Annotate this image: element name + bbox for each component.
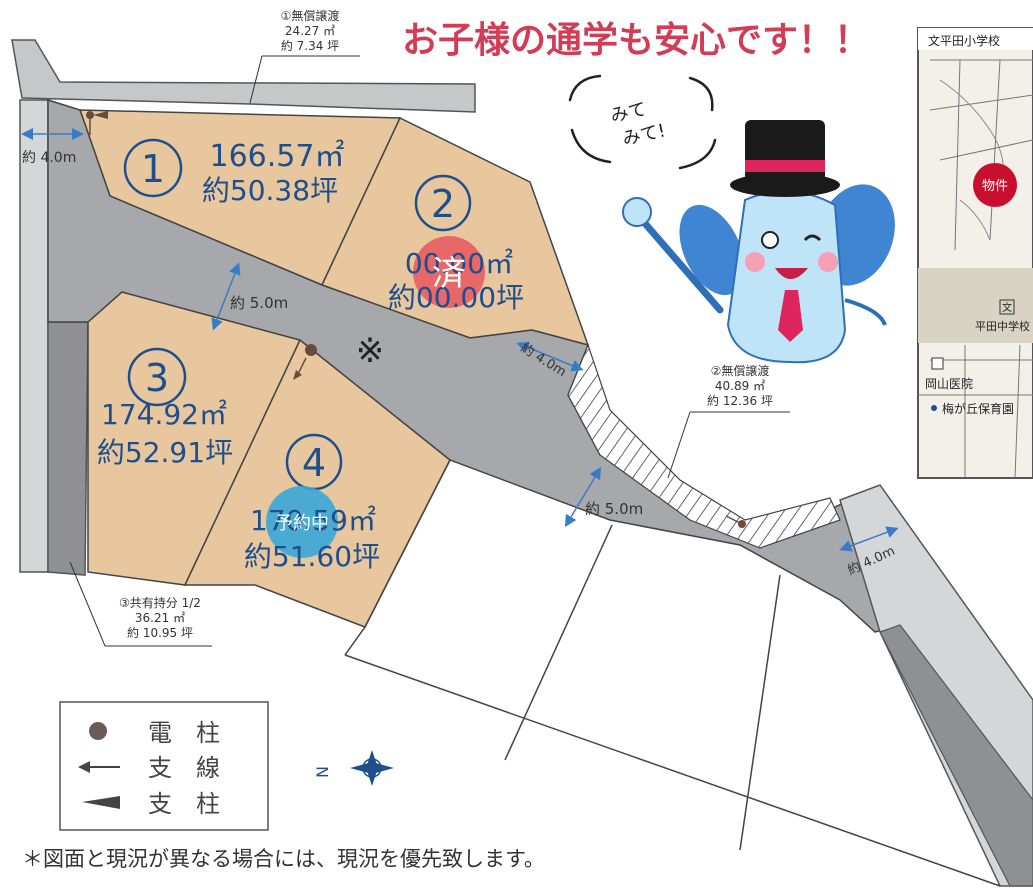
svg-text:00.00㎡: 00.00㎡ [405, 247, 513, 280]
legend: 電 柱 支 線 支 柱 [59, 701, 269, 831]
svg-text:N: N [313, 766, 332, 778]
shared-strip [47, 321, 89, 576]
svg-text:電 柱: 電 柱 [148, 719, 220, 747]
top-road [11, 39, 476, 113]
svg-text:174.92㎡: 174.92㎡ [101, 398, 227, 431]
dim-top-left: 約 4.0m [22, 150, 76, 166]
lot-2-label: 2 00.00㎡ 約00.00坪 済 [388, 174, 524, 314]
marker-pole-top [86, 111, 108, 135]
area-map: 文平田小学校 物件 文 平田中学校 岡山医院 梅が丘保育園 [917, 27, 1033, 479]
svg-text:支 線: 支 線 [148, 754, 220, 782]
left-road [19, 99, 49, 573]
svg-text:3: 3 [145, 356, 169, 400]
lot-4-label: 4 170.59㎡ 約51.60坪 予約中 [244, 433, 380, 573]
dim-arrow-mid-right [516, 341, 584, 372]
map-nursery: 梅が丘保育園 [942, 401, 1014, 416]
lot-line-b [739, 574, 781, 851]
svg-text:済: 済 [432, 254, 466, 294]
svg-text:約 7.34 坪: 約 7.34 坪 [281, 38, 339, 53]
map-hospital: 岡山医院 [925, 377, 973, 391]
svg-text:みて!: みて! [621, 120, 668, 150]
right-road-inner [879, 624, 1033, 887]
svg-text:24.27 ㎡: 24.27 ㎡ [285, 24, 335, 38]
svg-text:36.21 ㎡: 36.21 ㎡ [135, 611, 185, 625]
donation-2-area [567, 343, 841, 549]
lot-1-label: 1 166.57㎡ 約50.38坪 [123, 138, 345, 207]
marker-pole-lot4 [293, 344, 317, 380]
note-donation-2: ②無償譲渡 40.89 ㎡ 約 12.36 坪 [667, 363, 790, 479]
note-donation-1: ①無償譲渡 24.27 ㎡ 約 7.34 坪 [249, 8, 360, 104]
svg-text:みて: みて [609, 99, 649, 127]
hospital-icon [931, 357, 944, 370]
dim-arrow-right [839, 526, 899, 552]
dot-icon [89, 722, 107, 740]
svg-text:約 12.36 坪: 約 12.36 坪 [707, 393, 773, 408]
svg-text:約50.38坪: 約50.38坪 [202, 174, 338, 207]
map-school-top: 文平田小学校 [928, 33, 1000, 48]
wedge-icon [82, 796, 120, 809]
dim-mid-lower: 約 5.0m [585, 500, 643, 518]
map-property-marker [973, 163, 1017, 207]
svg-text:文: 文 [1002, 301, 1012, 314]
svg-text:①無償譲渡: ①無償譲渡 [281, 8, 340, 23]
mascot-illustration [622, 120, 895, 364]
svg-text:約52.91坪: 約52.91坪 [97, 436, 233, 469]
lower-lot-lines [344, 459, 451, 656]
arrow-icon [78, 761, 120, 773]
dim-mid-upper: 約 5.0m [230, 294, 288, 312]
lot-line-c [344, 654, 1001, 887]
dim-arrow-mid-upper [211, 262, 241, 331]
svg-text:約00.00坪: 約00.00坪 [388, 281, 524, 314]
svg-text:1: 1 [141, 147, 165, 191]
footnote: ＊図面と現況が異なる場合には、現況を優先致します。 [22, 847, 545, 871]
dim-arrow-mid-lower [564, 466, 602, 528]
svg-text:予約中: 予約中 [275, 513, 329, 534]
sold-badge [413, 236, 485, 308]
note-shared: ③共有持分 1/2 36.21 ㎡ 約 10.95 坪 [69, 561, 212, 647]
svg-text:40.89 ㎡: 40.89 ㎡ [715, 379, 765, 393]
svg-text:③共有持分 1/2: ③共有持分 1/2 [119, 595, 201, 610]
svg-text:166.57㎡: 166.57㎡ [210, 139, 345, 174]
svg-text:物件: 物件 [982, 179, 1008, 194]
svg-text:支 柱: 支 柱 [148, 790, 220, 818]
road-mark: ※ [356, 331, 385, 371]
svg-text:約 10.95 坪: 約 10.95 坪 [127, 625, 193, 640]
svg-text:2: 2 [431, 182, 455, 226]
nursery-icon [931, 405, 937, 411]
speech-bubble: みて みて! [568, 74, 717, 170]
lot-line-a [504, 524, 613, 761]
lot-3-label: 3 174.92㎡ 約52.91坪 [97, 347, 233, 469]
svg-text:170.59㎡: 170.59㎡ [250, 504, 376, 537]
compass-icon: N [313, 750, 394, 786]
map-junior-high: 平田中学校 [975, 319, 1030, 333]
reserved-badge [266, 486, 338, 558]
svg-text:約51.60坪: 約51.60坪 [244, 540, 380, 573]
svg-text:②無償譲渡: ②無償譲渡 [711, 363, 770, 378]
headline: お子様の通学も安心です！！ [402, 19, 870, 61]
svg-text:4: 4 [302, 441, 326, 485]
marker-pole-right [725, 515, 746, 528]
